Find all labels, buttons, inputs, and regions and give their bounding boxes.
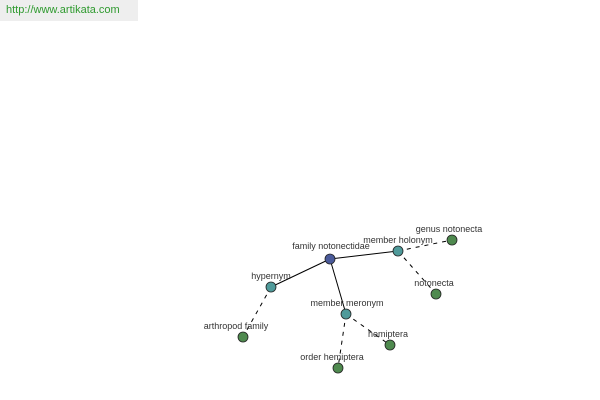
edge-root-hypernym (270, 258, 331, 288)
node-genus[interactable]: genus notonecta (416, 224, 483, 246)
node-label-meronym: member meronym (310, 298, 383, 308)
node-hypernym[interactable]: hypernym (251, 271, 291, 293)
node-dot-order[interactable] (332, 362, 344, 374)
node-dot-holonym[interactable] (392, 245, 404, 257)
node-label-hemiptera: hemiptera (368, 329, 408, 339)
edge-holonym-genus (397, 239, 453, 252)
edge-hypernym-arthropod (242, 286, 272, 338)
node-notonecta[interactable]: notonecta (414, 278, 454, 300)
node-label-notonecta: notonecta (414, 278, 454, 288)
site-url-link[interactable]: http://www.artikata.com (6, 4, 120, 16)
node-hemiptera[interactable]: hemiptera (368, 329, 408, 351)
node-label-holonym: member holonym (363, 235, 433, 245)
edge-root-meronym (329, 258, 347, 315)
node-label-arthropod: arthropod family (204, 321, 269, 331)
node-order[interactable]: order hemiptera (300, 352, 364, 374)
node-dot-arthropod[interactable] (237, 331, 249, 343)
url-bar: http://www.artikata.com (0, 0, 138, 21)
node-label-hypernym: hypernym (251, 271, 291, 281)
edge-holonym-notonecta (397, 250, 437, 295)
node-dot-meronym[interactable] (340, 308, 352, 320)
node-dot-notonecta[interactable] (430, 288, 442, 300)
node-label-order: order hemiptera (300, 352, 364, 362)
node-dot-root[interactable] (324, 253, 336, 265)
node-dot-hypernym[interactable] (265, 281, 277, 293)
node-root[interactable]: family notonectidae (292, 241, 370, 265)
edges-layer (242, 239, 453, 369)
node-label-genus: genus notonecta (416, 224, 483, 234)
node-holonym[interactable]: member holonym (363, 235, 433, 257)
node-dot-genus[interactable] (446, 234, 458, 246)
node-meronym[interactable]: member meronym (310, 298, 384, 320)
node-dot-hemiptera[interactable] (384, 339, 396, 351)
node-arthropod[interactable]: arthropod family (204, 321, 269, 343)
edge-root-holonym (329, 250, 399, 260)
edge-meronym-order (337, 313, 347, 369)
node-label-root: family notonectidae (292, 241, 370, 251)
